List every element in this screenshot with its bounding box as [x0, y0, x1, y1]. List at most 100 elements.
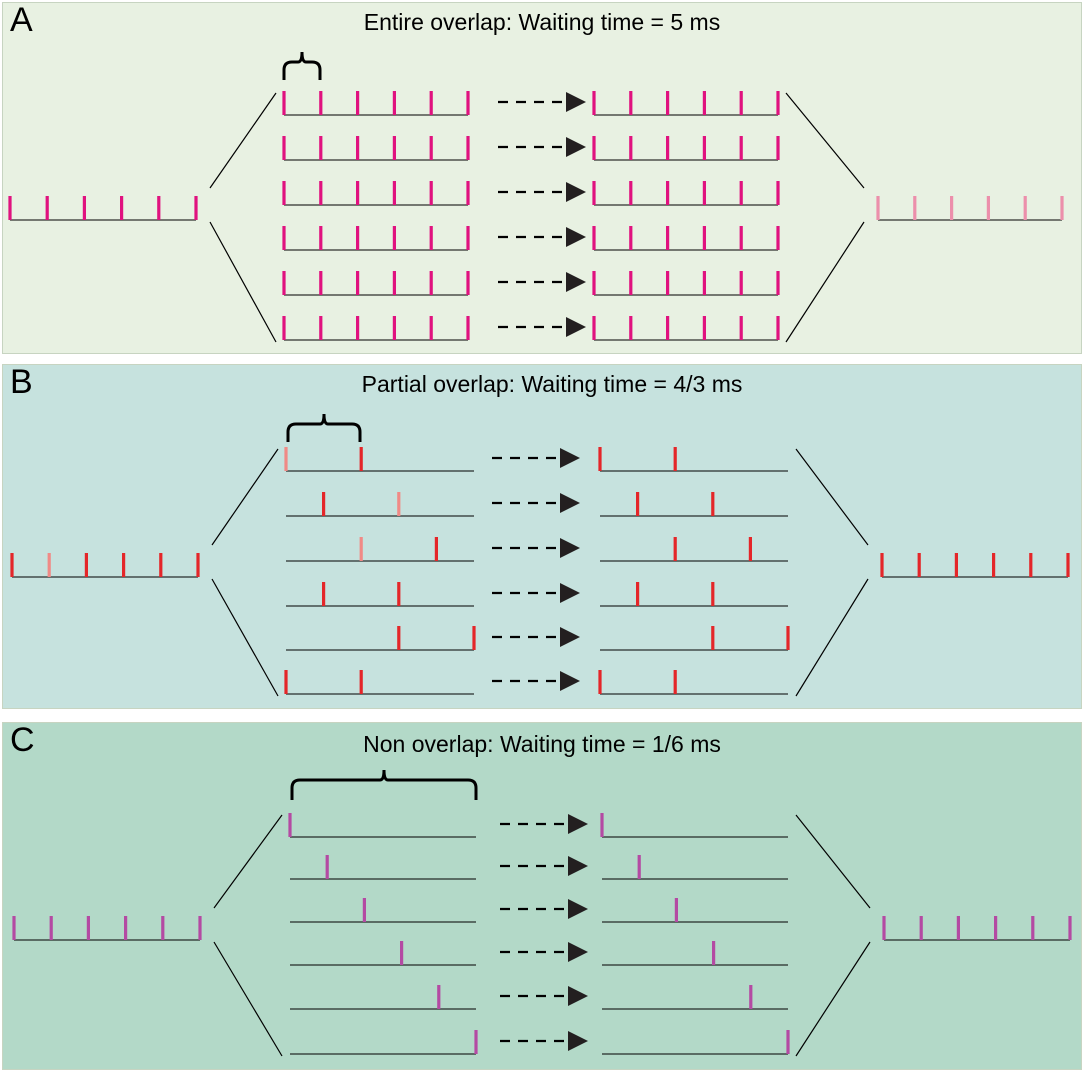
- output-train-spike: [629, 226, 633, 250]
- transfer-arrow-head: [560, 583, 580, 603]
- input-train-spike: [434, 537, 438, 561]
- output-train-spike: [711, 492, 715, 516]
- summary-train-right-spike: [1060, 196, 1064, 220]
- output-train-spike: [739, 271, 743, 295]
- input-train-spike: [437, 985, 441, 1009]
- input-train-spike: [356, 136, 360, 160]
- input-train-spike: [472, 626, 476, 650]
- output-train-spike: [776, 91, 780, 115]
- fan-left-upper: [211, 448, 279, 546]
- summary-train-right-spike: [994, 916, 998, 940]
- fan-right-lower: [795, 941, 871, 1057]
- summary-train-right-spike: [876, 196, 880, 220]
- output-train-spike: [776, 136, 780, 160]
- summary-train-right-spike: [1066, 553, 1070, 577]
- input-train-spike: [356, 271, 360, 295]
- input-train-spike: [466, 181, 470, 205]
- output-train-spike: [749, 985, 753, 1009]
- fan-left-lower: [211, 578, 279, 697]
- input-train-spike: [325, 855, 329, 879]
- waiting-brace: [286, 413, 362, 442]
- output-train-spike: [776, 226, 780, 250]
- summary-train-left-spike: [84, 553, 88, 577]
- transfer-arrow-head: [560, 493, 580, 513]
- input-train-spike: [429, 91, 433, 115]
- output-train-spike: [702, 316, 706, 340]
- fan-left-lower: [213, 941, 283, 1057]
- input-train-spike: [466, 316, 470, 340]
- output-train-spike: [592, 136, 596, 160]
- input-train-spike: [362, 898, 366, 922]
- panel-c-diagram: [2, 722, 1082, 1070]
- input-train-spike: [466, 271, 470, 295]
- input-train-spike: [319, 91, 323, 115]
- waiting-brace: [290, 769, 478, 800]
- input-train-spike: [359, 537, 363, 561]
- input-train-spike: [319, 226, 323, 250]
- output-train-spike: [636, 492, 640, 516]
- output-train-spike: [629, 271, 633, 295]
- output-train-spike: [776, 316, 780, 340]
- summary-train-right-spike: [986, 196, 990, 220]
- fan-left-upper: [209, 92, 277, 189]
- output-train-spike: [666, 271, 670, 295]
- panel-b: B Partial overlap: Waiting time = 4/3 ms: [2, 363, 1082, 709]
- output-train-spike: [711, 582, 715, 606]
- output-train-spike: [739, 226, 743, 250]
- input-train-spike: [319, 181, 323, 205]
- output-train-spike: [674, 898, 678, 922]
- input-train-spike: [282, 136, 286, 160]
- summary-train-right-spike: [1031, 916, 1035, 940]
- fan-right-upper: [795, 448, 869, 546]
- input-train-spike: [466, 226, 470, 250]
- output-train-spike: [592, 316, 596, 340]
- transfer-arrow-head: [566, 317, 586, 337]
- input-train-spike: [392, 91, 396, 115]
- summary-train-right-spike: [956, 916, 960, 940]
- output-train-spike: [702, 91, 706, 115]
- summary-train-left-spike: [12, 916, 16, 940]
- summary-train-left-spike: [82, 196, 86, 220]
- summary-train-right-spike: [992, 553, 996, 577]
- output-train-spike: [666, 316, 670, 340]
- output-train-spike: [786, 1030, 790, 1054]
- summary-train-left-spike: [49, 916, 53, 940]
- output-train-spike: [739, 91, 743, 115]
- transfer-arrow-head: [566, 92, 586, 112]
- input-train-spike: [397, 492, 401, 516]
- output-train-spike: [629, 136, 633, 160]
- input-train-spike: [397, 582, 401, 606]
- summary-train-right-spike: [1023, 196, 1027, 220]
- input-train-spike: [400, 941, 404, 965]
- summary-train-right-spike: [919, 916, 923, 940]
- summary-train-right-spike: [882, 916, 886, 940]
- transfer-arrow-head: [566, 272, 586, 292]
- summary-train-right-spike: [1029, 553, 1033, 577]
- output-train-spike: [702, 136, 706, 160]
- input-train-spike: [282, 226, 286, 250]
- output-train-spike: [666, 226, 670, 250]
- output-train-spike: [629, 316, 633, 340]
- input-train-spike: [466, 91, 470, 115]
- input-train-spike: [429, 181, 433, 205]
- output-train-spike: [592, 271, 596, 295]
- output-train-spike: [629, 181, 633, 205]
- input-train-spike: [284, 670, 288, 694]
- input-train-spike: [288, 813, 292, 837]
- output-train-spike: [673, 670, 677, 694]
- input-train-spike: [466, 136, 470, 160]
- input-train-spike: [392, 136, 396, 160]
- output-train-spike: [666, 91, 670, 115]
- waiting-brace: [282, 51, 322, 80]
- output-train-spike: [600, 813, 604, 837]
- output-train-spike: [786, 626, 790, 650]
- summary-train-left-spike: [122, 553, 126, 577]
- output-train-spike: [711, 626, 715, 650]
- input-train-spike: [429, 316, 433, 340]
- output-train-spike: [739, 316, 743, 340]
- input-train-spike: [319, 271, 323, 295]
- summary-train-right-spike: [1068, 916, 1072, 940]
- input-train-spike: [282, 316, 286, 340]
- summary-train-left-spike: [157, 196, 161, 220]
- output-train-spike: [739, 181, 743, 205]
